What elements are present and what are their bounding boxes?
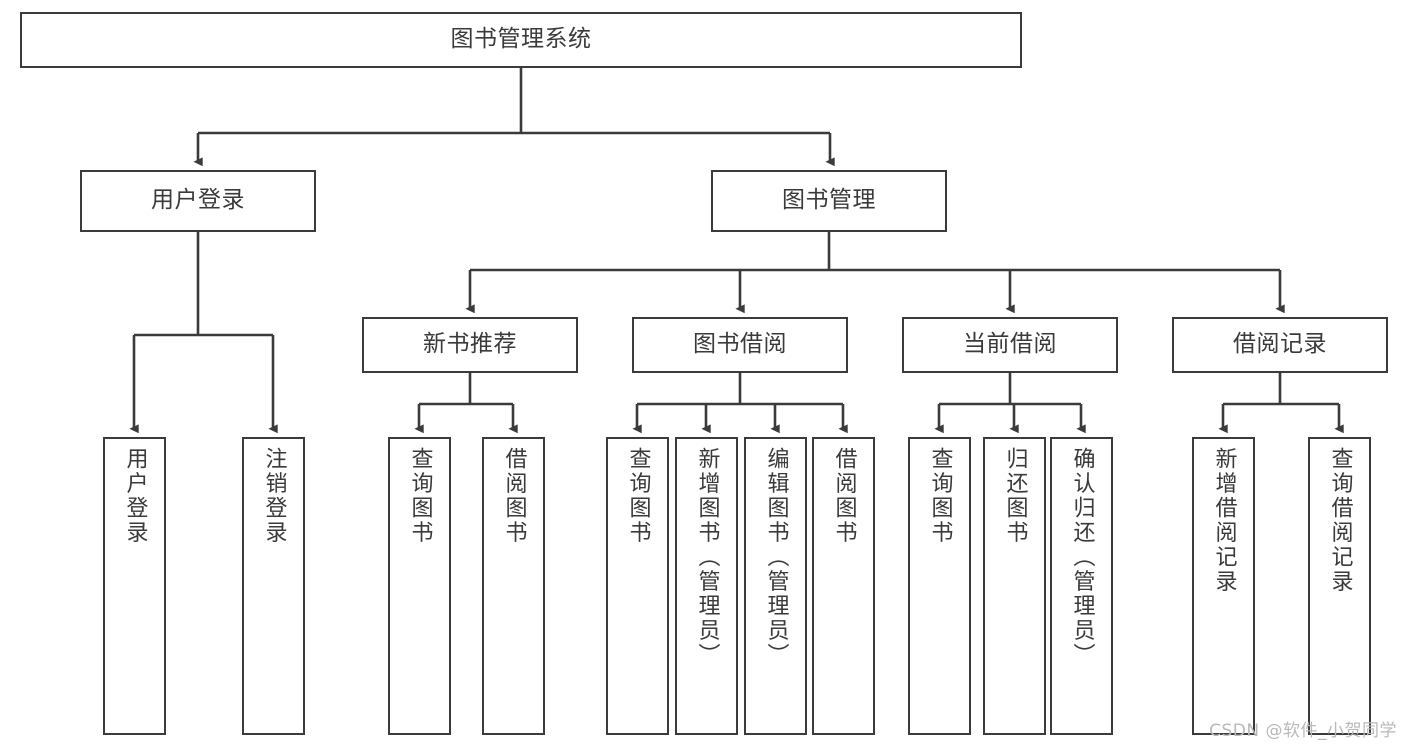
node-leaf-logout-label: 注销登录: [261, 447, 287, 545]
node-leaf-query-book-rec[interactable]: 查询图书: [388, 437, 451, 735]
node-leaf-return-book-label: 归还图书: [1002, 447, 1028, 545]
node-leaf-borrow-book-bb-label: 借阅图书: [831, 447, 857, 545]
node-leaf-logout[interactable]: 注销登录: [242, 437, 305, 735]
node-leaf-query-borrow-record-label: 查询借阅记录: [1327, 447, 1353, 594]
node-leaf-user-login-label: 用户登录: [122, 447, 148, 545]
node-leaf-add-borrow-record-label: 新增借阅记录: [1211, 447, 1237, 594]
node-leaf-borrow-book-rec[interactable]: 借阅图书: [482, 437, 545, 735]
node-leaf-query-book-bb[interactable]: 查询图书: [606, 437, 669, 735]
node-new-book-recommend[interactable]: 新书推荐: [362, 317, 578, 373]
node-leaf-add-borrow-record[interactable]: 新增借阅记录: [1192, 437, 1255, 735]
node-leaf-add-book-admin[interactable]: 新增图书（管理员）: [675, 437, 738, 735]
node-leaf-confirm-return-admin-label: 确认归还（管理员）: [1069, 447, 1095, 668]
node-root[interactable]: 图书管理系统: [20, 12, 1022, 68]
node-leaf-query-borrow-record[interactable]: 查询借阅记录: [1308, 437, 1371, 735]
node-borrow-record[interactable]: 借阅记录: [1172, 317, 1388, 373]
node-book-manage[interactable]: 图书管理: [711, 170, 947, 232]
node-current-borrow-label: 当前借阅: [963, 331, 1057, 358]
node-leaf-confirm-return-admin[interactable]: 确认归还（管理员）: [1050, 437, 1113, 735]
csdn-watermark: CSDN @软件_小贺同学: [1209, 721, 1397, 741]
node-root-label: 图书管理系统: [450, 26, 592, 53]
node-book-borrow[interactable]: 图书借阅: [632, 317, 848, 373]
node-leaf-borrow-book-bb[interactable]: 借阅图书: [812, 437, 875, 735]
node-book-borrow-label: 图书借阅: [693, 331, 787, 358]
node-leaf-edit-book-admin[interactable]: 编辑图书（管理员）: [744, 437, 807, 735]
node-new-book-recommend-label: 新书推荐: [423, 331, 517, 358]
node-leaf-return-book[interactable]: 归还图书: [983, 437, 1046, 735]
node-leaf-query-book-cb[interactable]: 查询图书: [908, 437, 971, 735]
node-leaf-user-login[interactable]: 用户登录: [103, 437, 166, 735]
node-book-manage-label: 图书管理: [782, 187, 876, 214]
node-leaf-query-book-rec-label: 查询图书: [407, 447, 433, 545]
node-user-login-label: 用户登录: [151, 187, 245, 214]
node-leaf-borrow-book-rec-label: 借阅图书: [501, 447, 527, 545]
node-borrow-record-label: 借阅记录: [1233, 331, 1327, 358]
node-leaf-edit-book-admin-label: 编辑图书（管理员）: [763, 447, 789, 668]
node-leaf-add-book-admin-label: 新增图书（管理员）: [694, 447, 720, 668]
node-leaf-query-book-cb-label: 查询图书: [927, 447, 953, 545]
node-user-login[interactable]: 用户登录: [80, 170, 316, 232]
node-leaf-query-book-bb-label: 查询图书: [625, 447, 651, 545]
node-current-borrow[interactable]: 当前借阅: [902, 317, 1118, 373]
